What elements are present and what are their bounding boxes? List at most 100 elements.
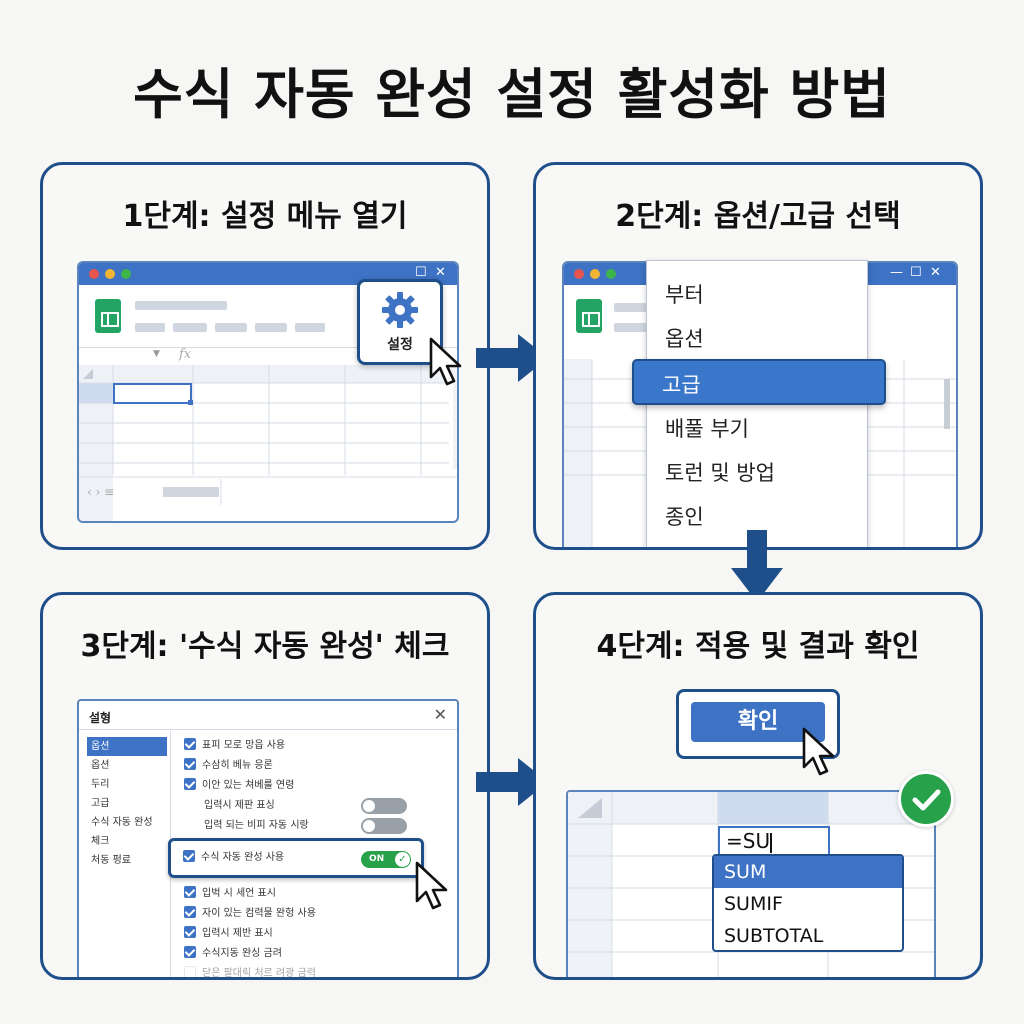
menu-placeholder-5 bbox=[295, 323, 325, 332]
checkbox[interactable] bbox=[184, 886, 196, 898]
step-4-panel: 4단계: 적용 및 결과 확인 확인 =SU SUM SUMIF SUBTOTA… bbox=[533, 592, 983, 980]
menu-item[interactable]: 부터 bbox=[665, 283, 704, 307]
autocomplete-item[interactable]: SUBTOTAL bbox=[724, 925, 824, 947]
menu-placeholder-2 bbox=[173, 323, 207, 332]
confirm-dialog: 확인 bbox=[676, 689, 840, 759]
checkbox[interactable] bbox=[183, 850, 195, 862]
sidebar-item[interactable]: 처동 펑료 bbox=[91, 855, 131, 866]
grid: ‹ › ≡ bbox=[79, 365, 457, 521]
arrow-right-icon bbox=[476, 758, 548, 806]
autocomplete-item[interactable]: SUMIF bbox=[724, 893, 783, 915]
checkbox[interactable] bbox=[184, 778, 196, 790]
minimize-dot[interactable] bbox=[590, 269, 600, 279]
name-box-chevron-icon[interactable]: ▼ bbox=[153, 349, 160, 359]
arrow-right-icon bbox=[476, 334, 548, 382]
cursor-icon bbox=[802, 727, 835, 776]
confirm-button[interactable]: 확인 bbox=[691, 702, 825, 742]
maximize-dot[interactable] bbox=[121, 269, 131, 279]
option-row[interactable]: 수식지동 완싱 금려 bbox=[184, 946, 282, 961]
restore-icon[interactable]: ☐ bbox=[910, 265, 922, 280]
option-label: 입벅 시 세언 표시 bbox=[202, 888, 276, 899]
toggle-on-switch[interactable]: ON bbox=[361, 851, 411, 868]
option-row[interactable]: 표피 모로 망읍 사용 bbox=[184, 738, 286, 753]
option-row[interactable]: 닫은 팔대릭 처르 려광 금력 bbox=[184, 966, 316, 979]
menu-placeholder-4 bbox=[255, 323, 287, 332]
close-icon[interactable]: ✕ bbox=[930, 265, 941, 280]
text-caret bbox=[770, 832, 773, 853]
checkbox[interactable] bbox=[184, 906, 196, 918]
close-icon[interactable]: ✕ bbox=[435, 265, 446, 280]
option-row[interactable]: 이안 있는 쳐베룰 연령 bbox=[184, 778, 295, 793]
autocomplete-item-selected[interactable]: SUM bbox=[714, 856, 902, 888]
spreadsheet-grid: =SU SUM SUMIF SUBTOTAL bbox=[566, 790, 936, 977]
settings-menu: 부터 옵션 배풀 부기 토런 및 방업 종인 bbox=[646, 260, 868, 547]
sidebar-item[interactable]: 수식 자동 완성 bbox=[91, 817, 153, 828]
gear-icon bbox=[382, 292, 418, 328]
checkbox[interactable] bbox=[184, 738, 196, 750]
step-1-panel: 1단계: 설정 메뉴 열기 ☐ ✕ ▼ fx bbox=[40, 162, 490, 550]
checkbox[interactable] bbox=[184, 926, 196, 938]
checkbox[interactable] bbox=[184, 966, 196, 977]
check-circle-icon bbox=[898, 771, 954, 827]
option-row[interactable]: 수삼히 베뉴 응론 bbox=[184, 758, 273, 773]
dialog-divider bbox=[79, 729, 457, 730]
option-row[interactable]: 입력시 제반 표시 bbox=[184, 926, 273, 941]
settings-label: 설정 bbox=[387, 337, 413, 353]
step-1-title: 1단계: 설정 메뉴 열기 bbox=[122, 199, 408, 234]
close-dot[interactable] bbox=[574, 269, 584, 279]
cursor-icon bbox=[429, 337, 462, 386]
formula-cell-input[interactable]: =SU bbox=[718, 826, 830, 856]
option-label: 이안 있는 쳐베룰 연령 bbox=[202, 780, 295, 791]
step-3-panel: 3단계: '수식 자동 완성' 체크 설형 ✕ 옵션 옵션 두리 고급 수식 자… bbox=[40, 592, 490, 980]
doc-title-placeholder bbox=[135, 301, 227, 310]
restore-icon[interactable]: ☐ bbox=[415, 265, 427, 280]
option-row: 입력 되는 비피 자동 시랑 bbox=[204, 819, 309, 833]
doc-title-placeholder bbox=[614, 303, 654, 312]
option-label: 수식 자동 완성 사용 bbox=[201, 852, 285, 863]
close-dot[interactable] bbox=[89, 269, 99, 279]
sidebar-item[interactable]: 고급 bbox=[91, 798, 110, 809]
menu-placeholder bbox=[614, 323, 654, 332]
sidebar-item-options[interactable]: 옵션 bbox=[87, 737, 167, 756]
dialog-sidebar: 옵션 옵션 두리 고급 수식 자동 완성 체크 처동 펑료 bbox=[87, 737, 167, 870]
menu-item[interactable]: 배풀 부기 bbox=[665, 417, 749, 441]
dialog-title: 설형 bbox=[89, 711, 112, 725]
cell-formula-text: =SU bbox=[726, 829, 771, 853]
option-row[interactable]: 입벅 시 세언 표시 bbox=[184, 886, 276, 901]
close-icon[interactable]: ✕ bbox=[433, 705, 447, 724]
cursor-icon bbox=[415, 861, 448, 910]
checkbox[interactable] bbox=[184, 758, 196, 770]
option-row[interactable]: 자이 있는 컴력물 완헝 사용 bbox=[184, 906, 316, 921]
maximize-dot[interactable] bbox=[606, 269, 616, 279]
sidebar-item[interactable]: 체크 bbox=[91, 836, 110, 847]
step-4-title: 4단계: 적용 및 결과 확인 bbox=[596, 629, 920, 664]
option-row: 입력시 제판 표싱 bbox=[204, 799, 275, 813]
menu-item[interactable]: 토런 및 방업 bbox=[665, 461, 775, 485]
menu-item-advanced-selected[interactable]: 고급 bbox=[632, 359, 886, 405]
sidebar-item[interactable]: 옵션 bbox=[91, 760, 110, 771]
option-label: 수삼히 베뉴 응론 bbox=[202, 760, 273, 771]
main-title: 수식 자동 완성 설정 활성화 방법 bbox=[133, 63, 891, 126]
option-label: 입력시 제판 표싱 bbox=[204, 800, 275, 811]
toggle-switch[interactable] bbox=[361, 818, 407, 834]
formula-bar-divider bbox=[79, 347, 457, 348]
formula-autocomplete-option[interactable]: 수식 자동 완성 사용 ON bbox=[168, 838, 424, 878]
minimize-dot[interactable] bbox=[105, 269, 115, 279]
option-label: 표피 모로 망읍 사용 bbox=[202, 740, 286, 751]
minimize-icon[interactable]: — bbox=[890, 265, 903, 280]
menu-placeholder-3 bbox=[215, 323, 247, 332]
sidebar-item[interactable]: 두리 bbox=[91, 779, 110, 790]
settings-button[interactable]: 설정 bbox=[357, 279, 443, 365]
fx-label: fx bbox=[179, 347, 192, 362]
option-label: 닫은 팔대릭 처르 려광 금력 bbox=[202, 968, 316, 979]
checkbox[interactable] bbox=[184, 946, 196, 958]
autocomplete-list: SUM SUMIF SUBTOTAL bbox=[712, 854, 904, 952]
toggle-switch[interactable] bbox=[361, 798, 407, 814]
menu-item[interactable]: 종인 bbox=[665, 505, 704, 529]
step-3-title: 3단계: '수식 자동 완성' 체크 bbox=[80, 629, 450, 664]
menu-placeholder-1 bbox=[135, 323, 165, 332]
step-2-panel: 2단계: 옵션/고급 선택 — ☐ ✕ 부터 옵션 배풀 부기 토런 bbox=[533, 162, 983, 550]
option-label: 입력 되는 비피 자동 시랑 bbox=[204, 820, 309, 831]
svg-text:‹ › ≡: ‹ › ≡ bbox=[87, 485, 114, 499]
menu-item[interactable]: 옵션 bbox=[665, 327, 704, 351]
